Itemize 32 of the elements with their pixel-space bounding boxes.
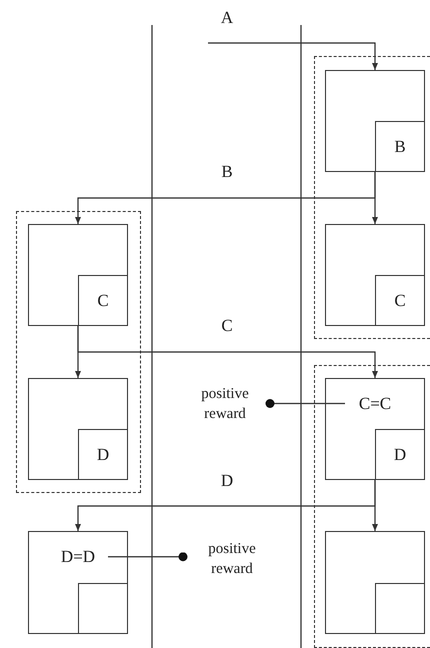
- square-box: [325, 224, 425, 326]
- square-box: [325, 70, 425, 172]
- equality-label: C=C: [358, 394, 392, 414]
- arrow: [75, 480, 376, 531]
- inner-square: [375, 121, 425, 172]
- leader-line: [108, 552, 188, 562]
- inner-square: [78, 583, 128, 634]
- square-box: [28, 531, 128, 634]
- square-box: [28, 378, 128, 480]
- arrow: [77, 326, 378, 378]
- inner-square: [375, 429, 425, 480]
- dashed-group-frame: [314, 56, 430, 339]
- square-box: [325, 378, 425, 480]
- reward-label: positive reward: [200, 384, 250, 424]
- arrow: [372, 172, 378, 224]
- reward-label: positive reward: [207, 540, 257, 579]
- equality-label: D=D: [60, 547, 96, 567]
- box-letter: D: [394, 444, 406, 464]
- dashed-group-frame: [314, 365, 430, 648]
- box-letter: D: [96, 444, 110, 464]
- dashed-group-frame: [16, 211, 141, 493]
- inner-square: [375, 583, 425, 634]
- inner-square: [78, 429, 128, 480]
- box-letter: C: [97, 290, 109, 310]
- arrow: [208, 42, 378, 70]
- square-box: [28, 224, 128, 326]
- inner-square: [78, 275, 128, 326]
- leader-line: [266, 399, 345, 408]
- square-box: [325, 531, 425, 634]
- box-letter: B: [394, 136, 406, 156]
- inner-square: [375, 275, 425, 326]
- box-letter: C: [394, 290, 406, 310]
